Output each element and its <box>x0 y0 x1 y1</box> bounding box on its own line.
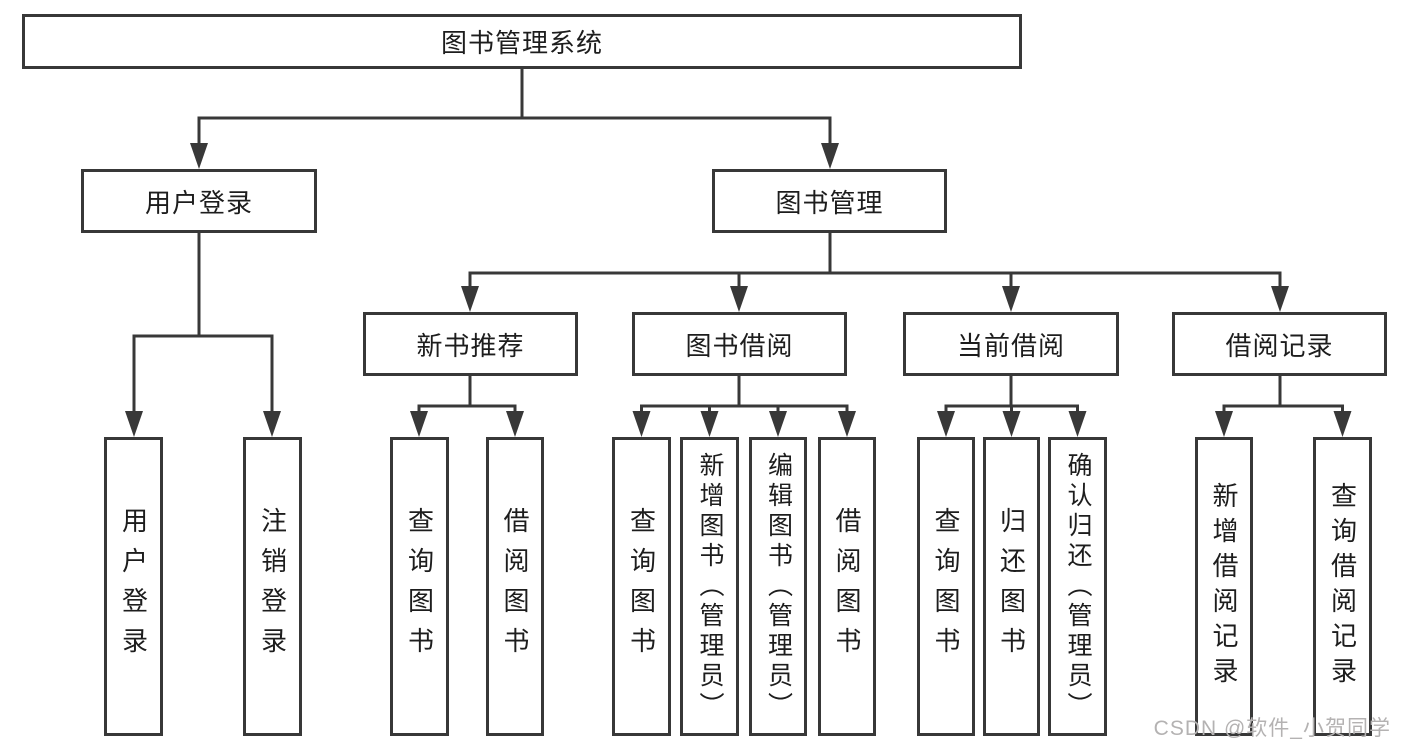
leaf-confirm-return-admin: 确认归还（管理员） <box>1048 437 1107 736</box>
connector-user-login-to-children <box>125 233 281 437</box>
node-book-borrow: 图书借阅 <box>632 312 847 376</box>
node-user-login: 用户登录 <box>81 169 317 233</box>
leaf-recommend-query-book-label: 查询图书 <box>404 506 435 667</box>
arrowhead <box>632 411 651 437</box>
arrowhead <box>937 411 955 437</box>
arrowhead <box>730 286 748 312</box>
arrowhead <box>190 143 208 169</box>
arrowhead <box>125 411 143 437</box>
node-root: 图书管理系统 <box>22 14 1022 69</box>
leaf-edit-book-admin-label: 编辑图书（管理员） <box>764 451 793 722</box>
leaf-logout: 注销登录 <box>243 437 302 736</box>
node-current-borrow-label: 当前借阅 <box>956 330 1065 361</box>
arrowhead <box>1068 411 1087 437</box>
connector-borrow-records-to-children <box>1215 376 1352 437</box>
leaf-borrow-book: 借阅图书 <box>818 437 876 736</box>
connector-book-borrow-to-children <box>632 376 856 437</box>
arrowhead <box>263 411 281 437</box>
arrowhead <box>838 411 856 437</box>
leaf-confirm-return-admin-label: 确认归还（管理员） <box>1064 451 1092 722</box>
connector-new-book-recommend-to-children <box>410 376 524 437</box>
node-root-label: 图书管理系统 <box>440 28 603 58</box>
leaf-current-query-book-label: 查询图书 <box>931 506 961 667</box>
arrowhead <box>1002 411 1021 437</box>
connector-book-management-to-sections <box>461 233 1289 312</box>
leaf-query-borrow-record: 查询借阅记录 <box>1313 437 1372 736</box>
leaf-return-book: 归还图书 <box>983 437 1040 736</box>
arrowhead <box>506 411 524 437</box>
leaf-add-book-admin-label: 新增图书（管理员） <box>696 451 724 722</box>
node-book-management: 图书管理 <box>712 169 947 233</box>
leaf-recommend-borrow-book-label: 借阅图书 <box>500 506 530 667</box>
arrowhead <box>769 411 787 437</box>
arrowhead <box>821 143 839 169</box>
leaf-user-login-label: 用户登录 <box>118 506 149 667</box>
arrowhead <box>1333 411 1352 437</box>
leaf-borrow-query-book: 查询图书 <box>612 437 671 736</box>
leaf-query-borrow-record-label: 查询借阅记录 <box>1327 481 1358 692</box>
watermark-text: CSDN @软件_小贺同学 <box>1153 717 1391 740</box>
arrowhead <box>461 286 479 312</box>
leaf-add-book-admin: 新增图书（管理员） <box>680 437 739 736</box>
leaf-borrow-book-label: 借阅图书 <box>832 506 862 667</box>
leaf-borrow-query-book-label: 查询图书 <box>626 506 657 667</box>
arrowhead <box>1215 411 1233 437</box>
node-borrow-records: 借阅记录 <box>1172 312 1387 376</box>
leaf-add-borrow-record-label: 新增借阅记录 <box>1209 481 1239 692</box>
node-user-login-label: 用户登录 <box>144 187 253 218</box>
leaf-add-borrow-record: 新增借阅记录 <box>1195 437 1253 736</box>
node-current-borrow: 当前借阅 <box>903 312 1119 376</box>
leaf-current-query-book: 查询图书 <box>917 437 975 736</box>
node-borrow-records-label: 借阅记录 <box>1225 330 1334 361</box>
connector-current-borrow-to-children <box>937 376 1087 437</box>
leaf-user-login: 用户登录 <box>104 437 163 736</box>
arrowhead <box>1002 286 1020 312</box>
leaf-logout-label: 注销登录 <box>257 506 288 667</box>
node-new-book-recommend: 新书推荐 <box>363 312 578 376</box>
node-book-borrow-label: 图书借阅 <box>685 330 794 361</box>
connector-root-to-level2 <box>190 69 839 169</box>
leaf-return-book-label: 归还图书 <box>996 506 1027 667</box>
arrowhead <box>410 411 428 437</box>
leaf-edit-book-admin: 编辑图书（管理员） <box>749 437 807 736</box>
node-new-book-recommend-label: 新书推荐 <box>416 330 525 361</box>
arrowhead <box>1271 286 1289 312</box>
node-book-management-label: 图书管理 <box>775 187 884 218</box>
arrowhead <box>700 411 719 437</box>
leaf-recommend-query-book: 查询图书 <box>390 437 449 736</box>
leaf-recommend-borrow-book: 借阅图书 <box>486 437 544 736</box>
